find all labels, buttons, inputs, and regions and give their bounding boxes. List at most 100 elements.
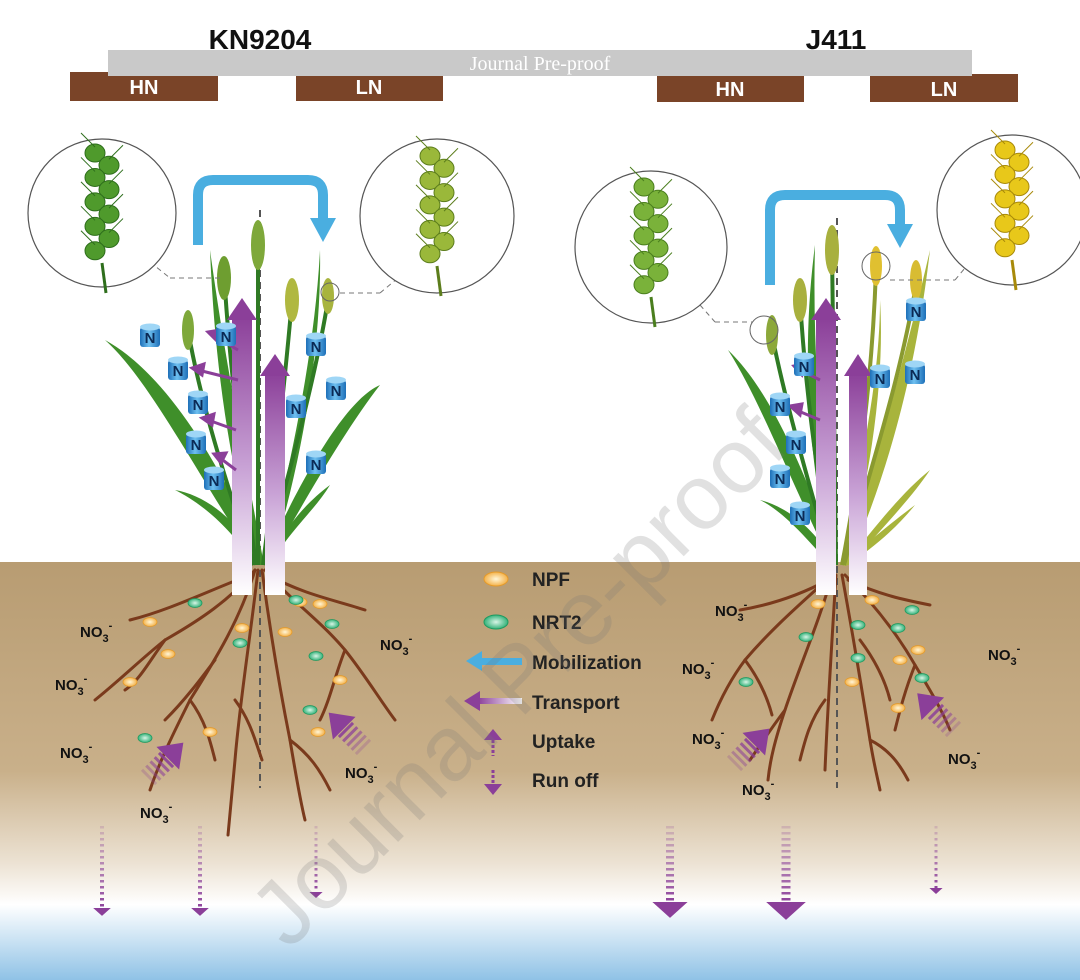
- nitrate-label: NO3-: [345, 761, 378, 786]
- nitrogen-label: N: [145, 330, 156, 347]
- nrt2-transporter-icon: [798, 632, 814, 642]
- nitrogen-cylinder-icon: N: [306, 450, 326, 474]
- nitrogen-cylinder-icon: N: [186, 430, 206, 454]
- nitrate-label: NO3-: [692, 727, 725, 752]
- nitrogen-cylinder-icon: N: [770, 464, 790, 488]
- nrt2-transporter-icon: [890, 623, 906, 633]
- nitrogen-cylinder-icon: N: [140, 323, 160, 347]
- mobilization-legend-icon: [466, 651, 522, 671]
- legend: NPF NRT2 Mobilization Transport Uptake R…: [464, 570, 642, 795]
- nitrate-label: NO3-: [140, 801, 173, 826]
- legend-runoff: Run off: [532, 771, 599, 792]
- runoff-arrow-icon: [93, 826, 111, 916]
- left-genotype-title: KN9204: [209, 24, 312, 55]
- nitrogen-cylinder-icon: N: [905, 360, 925, 384]
- nitrogen-cylinder-icon: N: [326, 376, 346, 400]
- uptake-arrow-icon: [726, 728, 770, 772]
- spike-zoom-circles: [149, 251, 966, 345]
- npf-transporter-icon: [277, 627, 293, 637]
- npf-transporter-icon: [310, 727, 326, 737]
- preproof-banner-text: Journal Pre-proof: [470, 53, 611, 75]
- nitrogen-label: N: [221, 329, 232, 346]
- npf-transporter-icon: [142, 617, 158, 627]
- npf-transporter-icon: [892, 655, 908, 665]
- nitrogen-label: N: [791, 437, 802, 454]
- uptake-legend-icon: [484, 729, 502, 756]
- right-mobilization-arrow: [765, 190, 913, 285]
- nitrogen-cylinder-icon: N: [286, 394, 306, 418]
- nitrogen-label: N: [875, 371, 886, 388]
- runoff-legend-icon: [484, 770, 502, 795]
- right-ln-label: LN: [931, 79, 958, 101]
- nitrogen-label: N: [331, 383, 342, 400]
- npf-transporter-icon: [202, 727, 218, 737]
- nrt2-transporter-icon: [137, 733, 153, 743]
- right-roots: [710, 573, 952, 792]
- npf-transporter-icon: [234, 623, 250, 633]
- nitrogen-label: N: [193, 397, 204, 414]
- nrt2-transporter-icon: [302, 705, 318, 715]
- nitrogen-cylinder-icon: N: [794, 352, 814, 376]
- runoff-arrow-icon: [652, 826, 688, 918]
- nitrogen-cylinder-icon: N: [306, 332, 326, 356]
- left-transport-arrows: [188, 298, 290, 595]
- npf-transporter-icon: [312, 599, 328, 609]
- nitrogen-label: N: [291, 401, 302, 418]
- nrt2-transporter-icon: [232, 638, 248, 648]
- right-transport-arrows: [786, 298, 872, 595]
- nitrogen-label: N: [311, 457, 322, 474]
- npf-transporter-icon: [844, 677, 860, 687]
- nrt2-transporter-icon: [324, 619, 340, 629]
- nrt2-transporter-icon: [187, 598, 203, 608]
- nitrate-label: NO3-: [380, 633, 413, 658]
- legend-mobilization: Mobilization: [532, 653, 642, 674]
- treatment-bar-left-ln: [296, 72, 443, 101]
- nrt2-transporter-icon: [914, 673, 930, 683]
- nrt2-transporter-icon: [288, 595, 304, 605]
- left-shoot: [105, 220, 380, 566]
- nitrate-label: NO3-: [742, 778, 775, 803]
- npf-transporter-icon: [864, 595, 880, 605]
- nitrogen-label: N: [799, 359, 810, 376]
- runoff-arrow-icon: [191, 826, 209, 916]
- nitrate-label: NO3-: [682, 657, 715, 682]
- nitrogen-label: N: [311, 339, 322, 356]
- nitrogen-cylinder-icon: N: [216, 322, 236, 346]
- nitrogen-label: N: [191, 437, 202, 454]
- nitrogen-cylinder-icon: N: [906, 297, 926, 321]
- nitrogen-label: N: [795, 508, 806, 525]
- nitrogen-cylinder-icon: N: [790, 501, 810, 525]
- preproof-banner: [108, 50, 972, 76]
- left-plant-spikes: [182, 220, 334, 350]
- nitrogen-cylinder-icon: N: [870, 364, 890, 388]
- npf-transporter-icon: [910, 645, 926, 655]
- spike-zoom-circle: [936, 134, 1080, 286]
- npf-transporter-icon: [890, 703, 906, 713]
- treatment-bar-right-ln: [870, 74, 1018, 102]
- treatment-bar-left-hn: [70, 72, 218, 101]
- nrt2-transporter-icon: [308, 651, 324, 661]
- legend-nrt2: NRT2: [532, 613, 582, 634]
- left-ln-label: LN: [356, 77, 383, 99]
- treatment-bar-right-hn: [657, 74, 804, 102]
- nitrogen-cylinder-icon: N: [188, 390, 208, 414]
- right-genotype-title: J411: [806, 24, 867, 55]
- nitrogen-cylinder-icon: N: [786, 430, 806, 454]
- nitrogen-label: N: [173, 363, 184, 380]
- nitrogen-cylinder-icon: N: [770, 392, 790, 416]
- nitrogen-cylinder-icon: N: [204, 466, 224, 490]
- runoff-arrow-icon: [929, 826, 943, 894]
- right-plant-spikes: [766, 225, 922, 355]
- runoff-arrow-icon: [766, 826, 806, 920]
- left-mobilization-arrow: [193, 175, 336, 245]
- nitrogen-label: N: [775, 399, 786, 416]
- legend-uptake: Uptake: [532, 732, 595, 753]
- nitrogen-cylinder-icon: N: [168, 356, 188, 380]
- nitrogen-label: N: [775, 471, 786, 488]
- nitrate-label: NO3-: [715, 599, 748, 624]
- right-hn-label: HN: [716, 79, 745, 101]
- nitrogen-label: N: [209, 473, 220, 490]
